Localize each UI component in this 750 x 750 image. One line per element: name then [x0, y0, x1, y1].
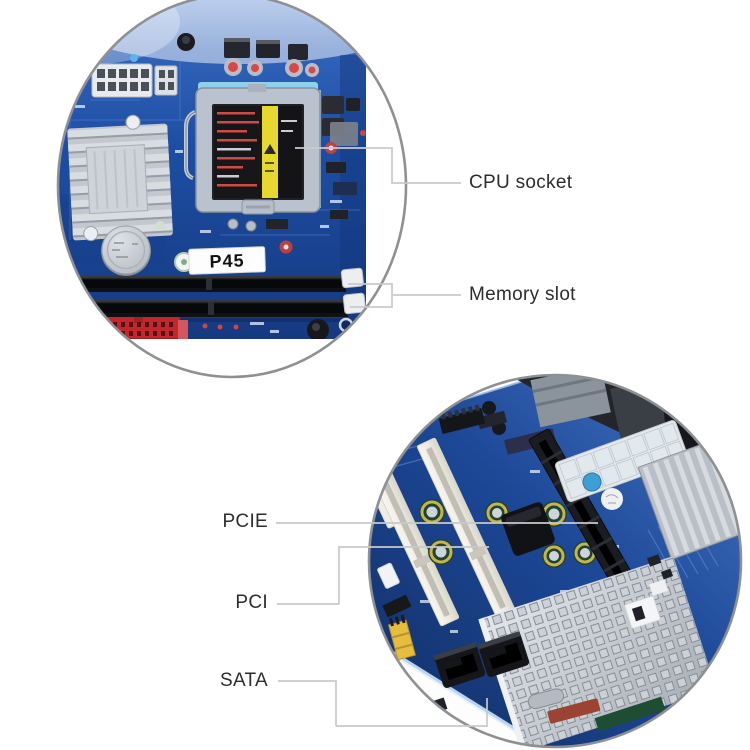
callout-lines: [276, 147, 598, 727]
heatsink-pushpin: [83, 226, 99, 242]
cpu-socket-callout-line: [295, 147, 461, 184]
callout-label-pci: PCI: [235, 592, 268, 613]
cpu-socket: [184, 82, 321, 215]
ide-connector: [84, 317, 188, 339]
callout-label-cpu-socket: CPU socket: [469, 172, 573, 193]
right-column-chips: [322, 96, 366, 219]
bottom-circle-ring: [367, 373, 743, 749]
jumper-block: [388, 614, 416, 661]
callout-label-pcie: PCIE: [222, 511, 268, 532]
chip: [477, 411, 507, 429]
power-header-white: [624, 579, 669, 629]
top-circle-ring: [56, 0, 408, 379]
fan-header: [377, 562, 400, 589]
callout-label-memory-slot: Memory slot: [469, 284, 576, 305]
pci-slot-1: [369, 445, 460, 627]
memory-slot-2: [58, 292, 366, 317]
top-magnified-view: P45: [56, 0, 408, 379]
inductor-choke: [501, 502, 555, 556]
warning-triangle-icon: [264, 144, 276, 154]
dimm-latch: [340, 267, 364, 289]
p45-label: P45: [188, 246, 266, 275]
callout-label-sata: SATA: [219, 670, 268, 691]
atx-power-connector: [91, 63, 178, 98]
sata-port-1: [433, 642, 486, 688]
cpu-socket-warning-sticker: [214, 106, 302, 198]
motherboard-photo-bottom: [369, 375, 741, 747]
pci-callout-line: [277, 546, 489, 605]
dimm-latch: [342, 292, 366, 315]
motherboard-photo-top: P45: [58, 0, 366, 339]
vrm-mosfets: [224, 38, 308, 60]
connector-brown: [547, 698, 601, 724]
capacitors-top: [130, 33, 319, 77]
green-module: [594, 696, 666, 732]
pin-header-small: [382, 594, 412, 618]
metal-can: [527, 688, 565, 710]
round-sticker: [601, 488, 623, 510]
memory-slot-1: [58, 267, 364, 292]
p45-label-text: P45: [209, 250, 245, 271]
memory-slot-callout-line: [348, 283, 461, 308]
bottom-magnified-view: [367, 373, 743, 749]
pin-header: [438, 404, 486, 434]
cmos-battery: [101, 225, 151, 276]
capacitor-blue: [582, 472, 602, 492]
small-components: [155, 218, 293, 254]
sata-port-2: [477, 631, 530, 677]
heatsink-pushpin: [125, 114, 141, 130]
sata-callout-line: [278, 680, 488, 727]
heatsink-top: [67, 114, 173, 242]
